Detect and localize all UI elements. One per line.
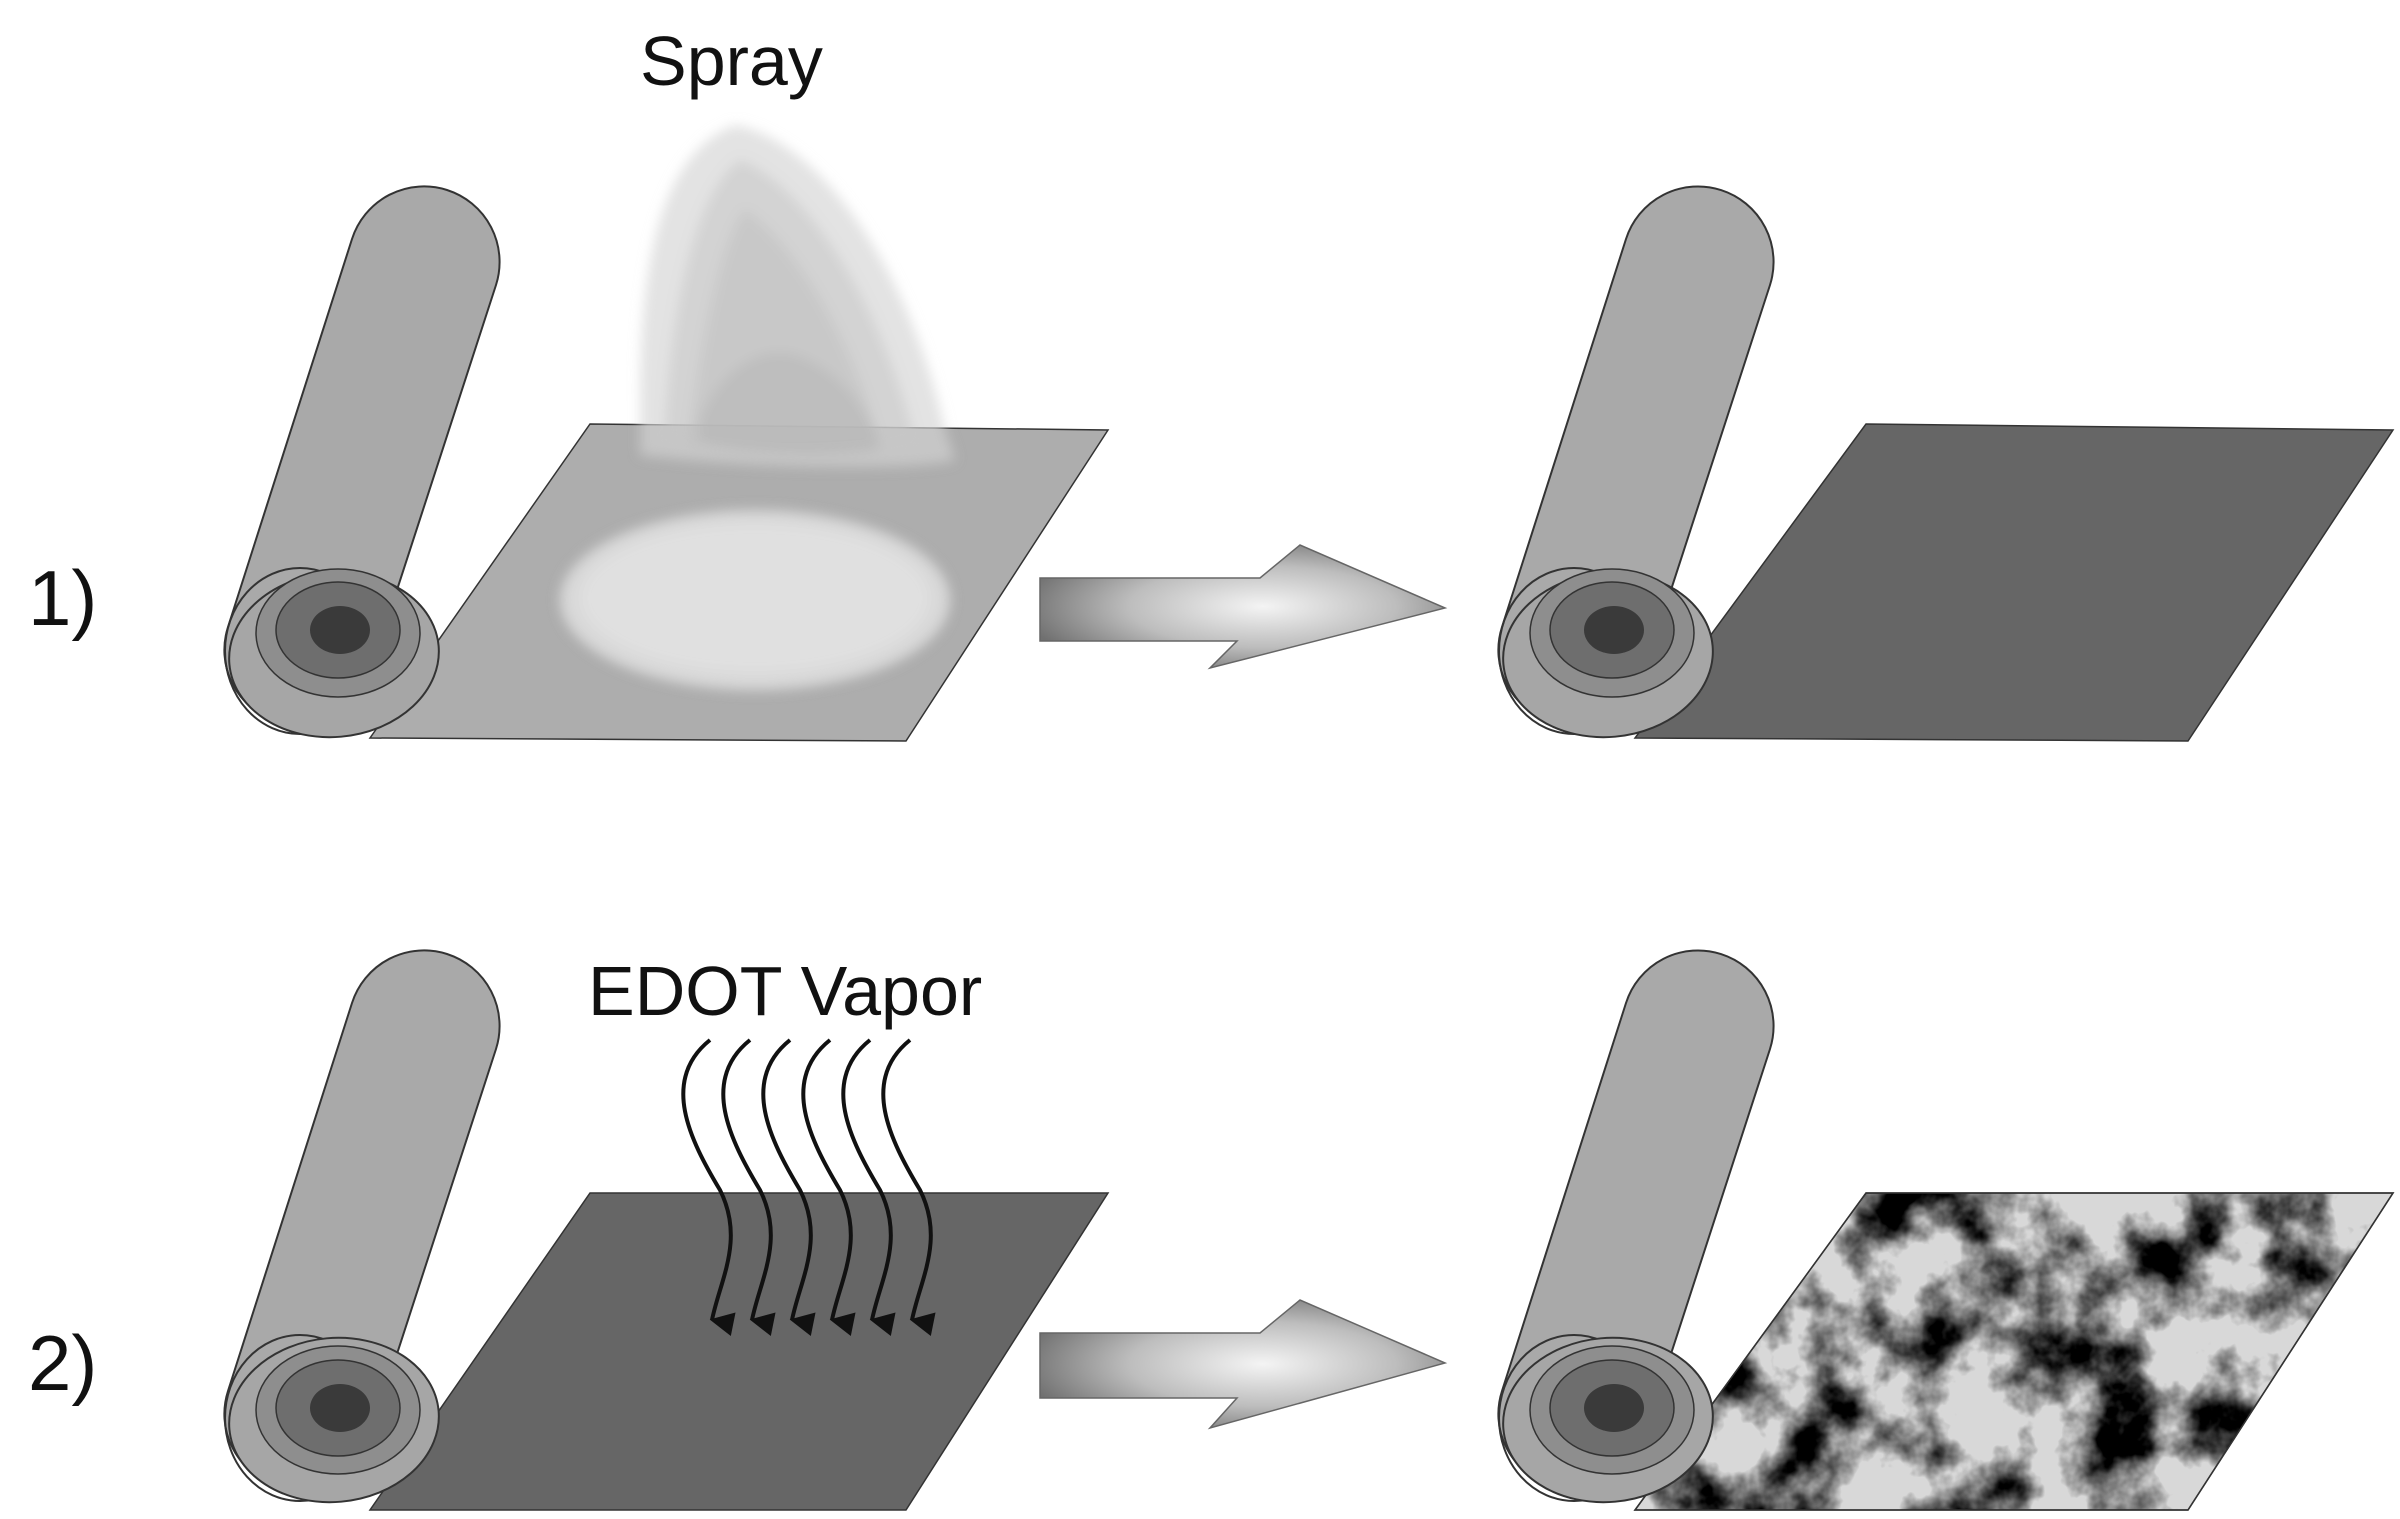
vapor-arrow: [801, 1038, 856, 1337]
step2-polymerized-roll: [1497, 949, 2395, 1511]
step1-number: 1): [28, 554, 97, 642]
vapor-arrow: [681, 1038, 736, 1337]
process-arrow-2: [1039, 1299, 1448, 1430]
coated-sheet: [1633, 423, 2395, 742]
step2-number: 2): [28, 1319, 97, 1407]
vapor-arrow: [881, 1038, 936, 1337]
spray-label: Spray: [640, 22, 823, 100]
coated-sheet: [368, 1192, 1110, 1511]
vapor-arrow: [761, 1038, 816, 1337]
vapor-arrow: [721, 1038, 776, 1337]
spray-plume: [560, 125, 955, 690]
step2-source-roll: [223, 949, 1110, 1511]
process-arrow-1: [1039, 544, 1448, 670]
vapor-arrow: [841, 1038, 896, 1337]
step1-coated-roll: [1497, 185, 2395, 742]
edot-vapor-label: EDOT Vapor: [588, 952, 982, 1030]
vapor-arrows: [681, 1038, 936, 1337]
